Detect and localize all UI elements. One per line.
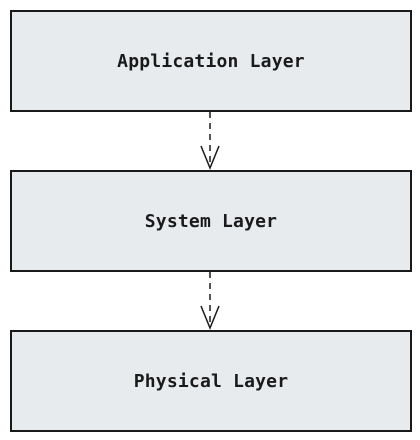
- system-layer-box: System Layer: [10, 170, 412, 272]
- physical-layer-label: Physical Layer: [133, 370, 289, 392]
- physical-layer-box: Physical Layer: [10, 330, 412, 432]
- system-layer-label: System Layer: [144, 210, 278, 232]
- arrow-system-to-physical: [200, 272, 220, 330]
- application-layer-label: Application Layer: [117, 50, 305, 72]
- arrow-application-to-system: [200, 112, 220, 170]
- application-layer-box: Application Layer: [10, 10, 412, 112]
